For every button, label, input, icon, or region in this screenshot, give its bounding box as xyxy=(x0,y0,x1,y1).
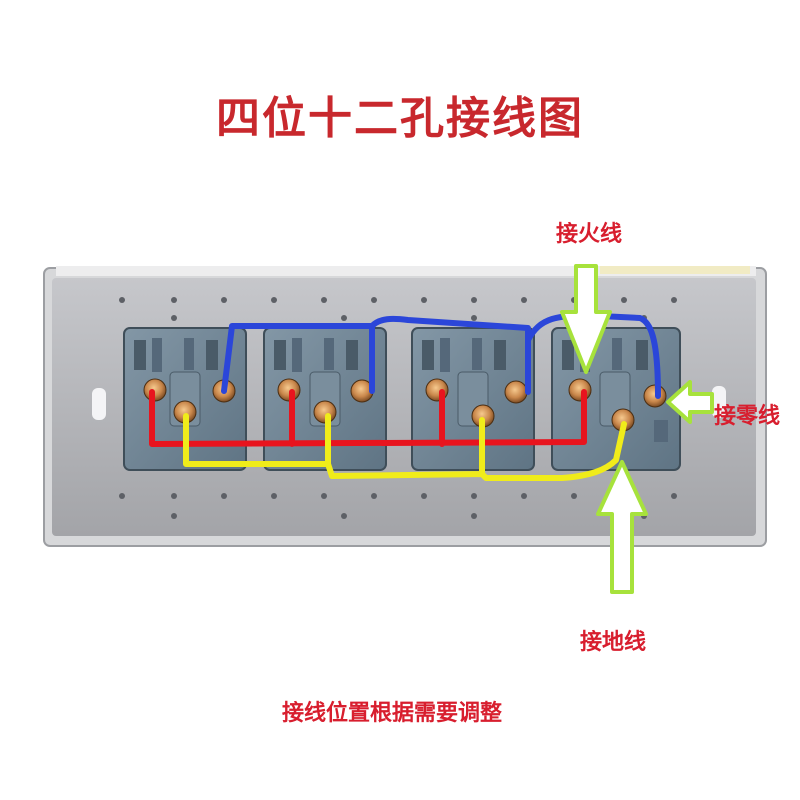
ground-arrow xyxy=(596,460,648,594)
live-wire xyxy=(149,389,587,447)
live-arrow xyxy=(560,264,612,374)
terminal-screws xyxy=(143,378,667,432)
neutral-arrow xyxy=(666,380,714,424)
ground-wire-label: 接地线 xyxy=(580,630,647,655)
mounting-slot-right xyxy=(712,386,726,418)
neutral-wire xyxy=(221,312,661,399)
live-wire-label: 接火线 xyxy=(556,222,623,247)
ground-wire xyxy=(183,413,627,481)
mounting-slot-left xyxy=(92,388,106,420)
wiring-note: 接线位置根据需要调整 xyxy=(282,701,503,726)
neutral-wire-label: 接零线 xyxy=(714,404,781,429)
diagram-title: 四位十二孔接线图 xyxy=(216,93,584,144)
